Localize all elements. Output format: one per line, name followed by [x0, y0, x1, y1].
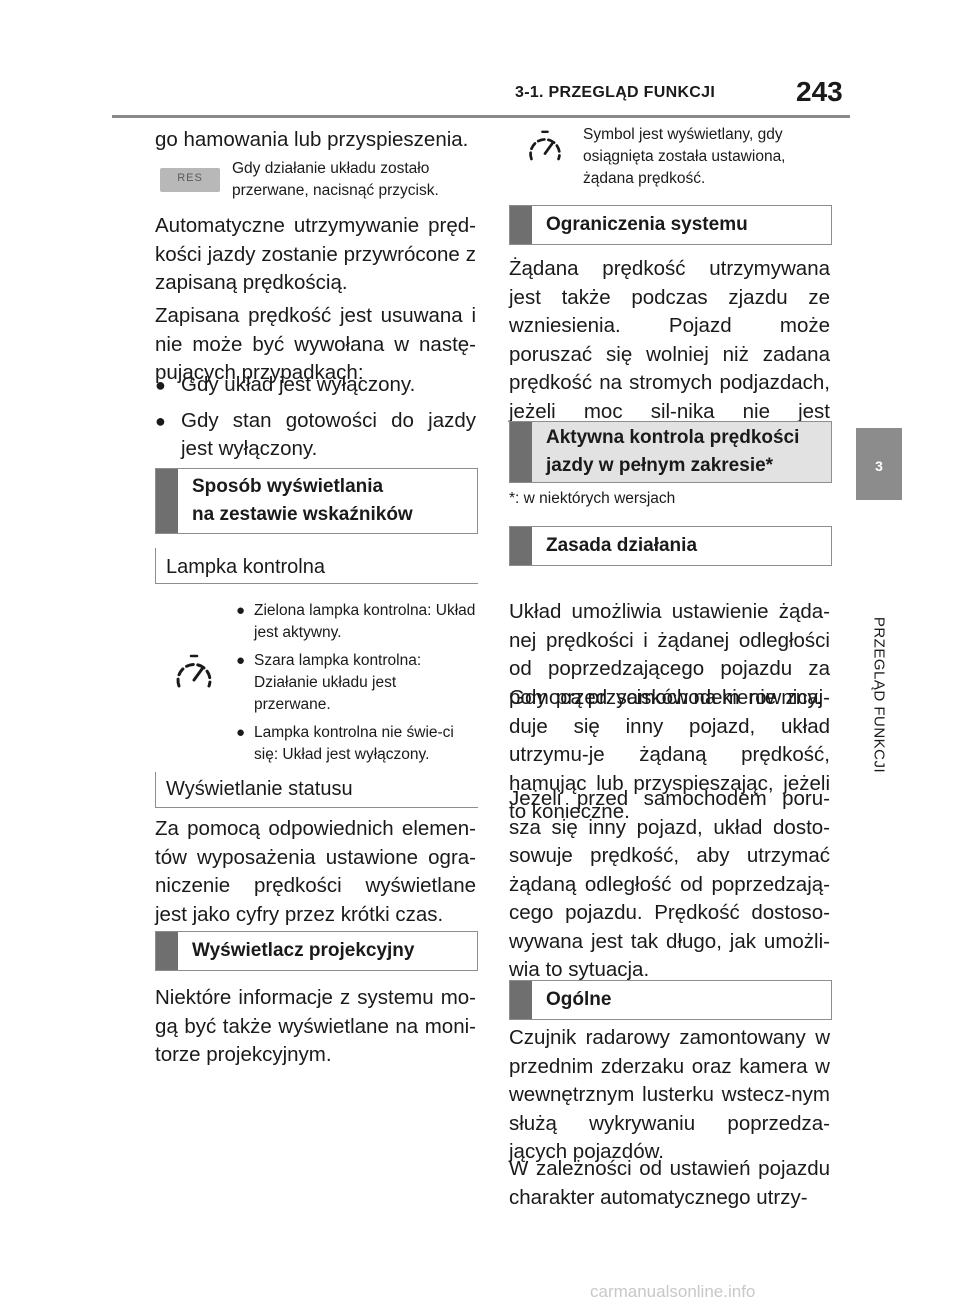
bullet-dot-icon: ● — [236, 724, 246, 741]
section-heading-label: Sposób wyświetlania na zestawie wskaźnik… — [192, 473, 469, 529]
page-number: 243 — [796, 76, 843, 107]
list-item-text: Gdy układ jest wyłączony. — [181, 373, 416, 396]
paragraph-settings: W zależności od ustawień pojazdu charakt… — [509, 1157, 830, 1209]
subheading-indicator-lamp: Lampka kontrolna — [166, 556, 325, 578]
bullet-dot-icon: ● — [236, 602, 246, 619]
section-heading-label: Wyświetlacz projekcyjny — [192, 940, 415, 961]
speedometer-icon — [529, 130, 561, 161]
section-heading-display: Sposób wyświetlania na zestawie wskaźnik… — [155, 468, 478, 534]
subheading-rule — [155, 772, 156, 808]
section-heading-label: Ogólne — [546, 989, 612, 1010]
paragraph-sensors: Czujnik radarowy zamontowany w przednim … — [509, 1026, 830, 1163]
bullet-list: ● Gdy układ jest wyłączony. ● Gdy stan g… — [155, 371, 476, 464]
bullet-dot-icon: ● — [155, 410, 166, 431]
subheading-rule — [155, 548, 156, 584]
res-button-description: Gdy działanie układu zostało przerwane, … — [232, 158, 482, 202]
speedometer-icon — [176, 654, 212, 688]
chapter-number: 3 — [875, 458, 883, 474]
section-title: 3-1. PRZEGLĄD FUNKCJI — [515, 84, 716, 101]
paragraph-no-vehicle: Gdy przed samochodem nie znaj-duje się i… — [509, 686, 830, 823]
section-heading-label: Zasada działania — [546, 535, 698, 556]
watermark: carmanualsonline.info — [590, 1282, 756, 1301]
res-description-line-1: Gdy działanie układu zostało — [232, 160, 430, 177]
intro-text: go hamowania lub przyspieszenia. — [155, 128, 469, 151]
header-rule — [112, 115, 850, 118]
paragraph-principle: Układ umożliwia ustawienie żąda-nej pręd… — [509, 600, 830, 709]
lamp-states-list: ● Zielona lampka kontrolna: Układ jest a… — [236, 600, 476, 766]
list-item: ● Zielona lampka kontrolna: Układ jest a… — [236, 600, 476, 644]
chapter-title: PRZEGLĄD FUNKCJI — [836, 616, 922, 774]
paragraph-resume: Automatyczne utrzymywanie pręd-kości jaz… — [155, 214, 476, 294]
list-item-text: Gdy stan gotowości do jazdy jest wyłączo… — [181, 408, 476, 461]
paragraph-cleared: Zapisana prędkość jest usuwana i nie moż… — [155, 304, 476, 384]
chapter-tab — [856, 428, 902, 500]
paragraph-limits: Żądana prędkość utrzymywana jest także p… — [509, 257, 830, 451]
subheading-underline — [155, 807, 478, 808]
heading-line-1: Aktywna kontrola prędkości — [546, 427, 800, 448]
section-heading-limits: Ograniczenia systemu — [509, 205, 832, 245]
subheading-status-display: Wyświetlanie statusu — [166, 778, 353, 800]
list-item: ● Szara lampka kontrolna: Działanie ukła… — [236, 650, 476, 716]
bullet-dot-icon: ● — [155, 375, 166, 395]
res-button-icon: RES — [160, 168, 220, 192]
heading-bar — [510, 422, 532, 482]
section-heading-label: Ograniczenia systemu — [546, 214, 748, 235]
heading-line-2: na zestawie wskaźników — [192, 504, 413, 525]
subheading-underline — [155, 583, 478, 584]
list-item-text: Zielona lampka kontrolna: Układ jest akt… — [254, 602, 476, 641]
list-item: ● Gdy układ jest wyłączony. — [155, 371, 476, 400]
paragraph-vehicle-ahead: Jeżeli przed samochodem poru-sza się inn… — [509, 787, 830, 981]
footnote: *: w niektórych wersjach — [509, 490, 676, 507]
section-heading-principle: Zasada działania — [509, 526, 832, 566]
heading-line-1: Sposób wyświetlania — [192, 476, 384, 497]
heading-bar — [510, 206, 532, 244]
heading-bar — [510, 527, 532, 565]
chapter-title-text: PRZEGLĄD FUNKCJI — [870, 616, 888, 774]
res-description-line-2: przerwane, nacisnąć przycisk. — [232, 182, 439, 199]
heading-bar — [510, 981, 532, 1019]
list-item: ● Gdy stan gotowości do jazdy jest wyłąc… — [155, 407, 476, 464]
paragraph-hud: Niektóre informacje z systemu mo-gą być … — [155, 986, 476, 1066]
section-heading-label: Aktywna kontrola prędkości jazdy w pełny… — [546, 424, 823, 480]
section-heading-hud: Wyświetlacz projekcyjny — [155, 931, 478, 971]
symbol-description: Symbol jest wyświetlany, gdy osiągnięta … — [583, 126, 786, 187]
section-heading-acc: Aktywna kontrola prędkości jazdy w pełny… — [509, 421, 832, 483]
bullet-dot-icon: ● — [236, 652, 246, 669]
res-button-label: RES — [177, 172, 203, 184]
paragraph-status: Za pomocą odpowiednich elemen-tów wyposa… — [155, 817, 476, 926]
heading-bar — [156, 932, 178, 970]
section-heading-general: Ogólne — [509, 980, 832, 1020]
heading-bar — [156, 469, 178, 533]
list-item: ● Lampka kontrolna nie świe-ci się: Ukła… — [236, 722, 476, 766]
list-item-text: Szara lampka kontrolna: Działanie układu… — [254, 652, 422, 713]
list-item-text: Lampka kontrolna nie świe-ci się: Układ … — [254, 724, 454, 763]
heading-line-2: jazdy w pełnym zakresie* — [546, 455, 774, 476]
